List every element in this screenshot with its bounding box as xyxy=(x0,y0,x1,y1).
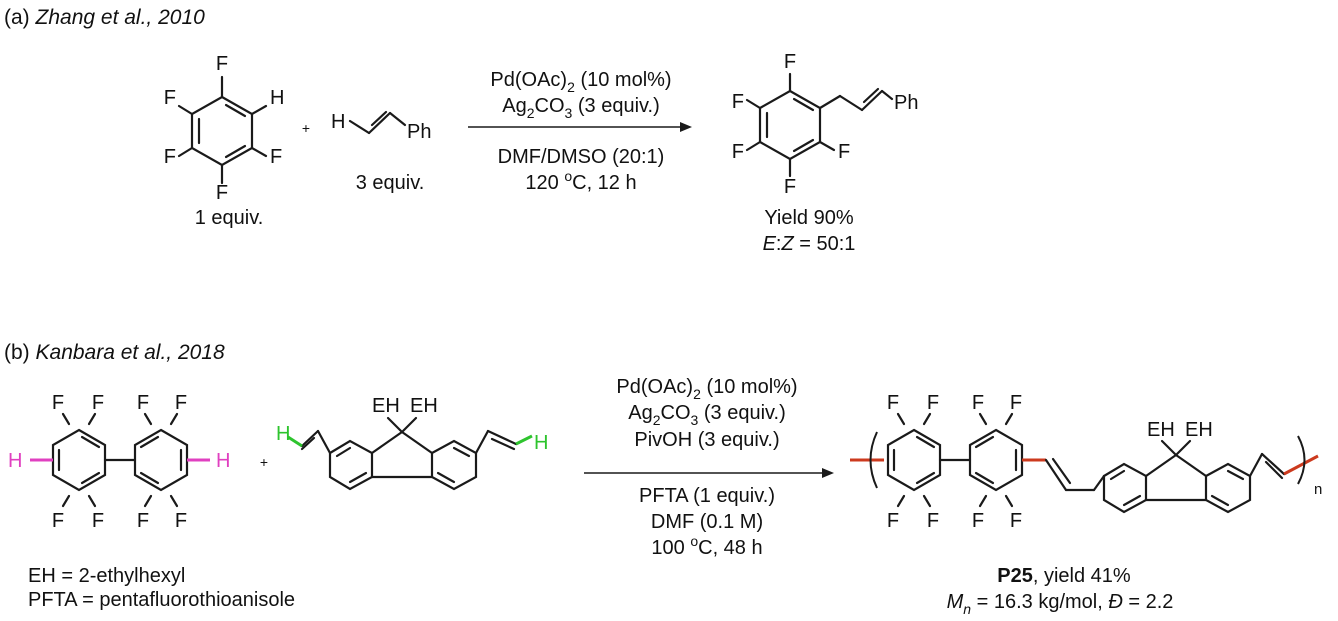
atom-f: F xyxy=(784,176,796,198)
atom-f: F xyxy=(887,510,899,532)
substituent-eh: EH xyxy=(410,395,438,417)
substituent-eh: EH xyxy=(1185,419,1213,441)
atom-f: F xyxy=(175,510,187,532)
conditions-solvent: DMF (0.1 M) xyxy=(651,511,763,533)
plus-sign: + xyxy=(260,454,268,470)
substituent-eh: EH xyxy=(1147,419,1175,441)
atom-f: F xyxy=(1010,510,1022,532)
atom-ph: Ph xyxy=(894,92,918,114)
legend-eh: EH = 2-ethylhexyl xyxy=(28,565,185,587)
conditions-oxidant: Ag2CO3 (3 equiv.) xyxy=(628,402,786,428)
atom-f: F xyxy=(175,392,187,414)
divinylfluorene-structure xyxy=(287,416,533,491)
polymer-p25-structure xyxy=(850,412,1319,514)
conditions-solvent: DMF/DMSO (20:1) xyxy=(498,146,665,168)
octafluorobiphenyl-structure xyxy=(30,412,210,508)
atom-h: H xyxy=(270,87,284,109)
atom-f: F xyxy=(216,53,228,75)
atom-f: F xyxy=(972,510,984,532)
atom-f: F xyxy=(52,392,64,414)
atom-f: F xyxy=(164,146,176,168)
conditions-oxidant: Ag2CO3 (3 equiv.) xyxy=(502,95,660,121)
atom-f: F xyxy=(732,141,744,163)
conditions-catalyst: Pd(OAc)2 (10 mol%) xyxy=(490,69,671,95)
atom-f: F xyxy=(732,91,744,113)
conditions-additive: PivOH (3 equiv.) xyxy=(634,429,779,451)
repeat-unit-n: n xyxy=(1314,481,1322,498)
atom-f: F xyxy=(927,510,939,532)
panel-b-header: (b) Kanbara et al., 2018 xyxy=(4,341,225,364)
atom-f: F xyxy=(92,510,104,532)
atom-f: F xyxy=(972,392,984,414)
atom-f: F xyxy=(927,392,939,414)
conditions-temperature: 120 oC, 12 h xyxy=(525,168,636,194)
atom-f: F xyxy=(887,392,899,414)
atom-h-highlighted: H xyxy=(216,450,230,472)
pentafluorobenzene-structure xyxy=(177,75,268,185)
ch-bond-highlight xyxy=(287,435,303,448)
atom-f: F xyxy=(838,141,850,163)
atom-f: F xyxy=(52,510,64,532)
atom-f: F xyxy=(137,510,149,532)
conditions-temperature: 100 oC, 48 h xyxy=(651,533,762,559)
atom-f: F xyxy=(92,392,104,414)
conditions-catalyst: Pd(OAc)2 (10 mol%) xyxy=(616,376,797,402)
atom-h-highlighted: H xyxy=(276,423,290,445)
arrow-head xyxy=(680,122,692,132)
atom-f: F xyxy=(1010,392,1022,414)
arrow-head xyxy=(822,468,834,478)
atom-ph: Ph xyxy=(407,121,431,143)
atom-h-highlighted: H xyxy=(8,450,22,472)
atom-f: F xyxy=(216,182,228,204)
plus-sign: + xyxy=(302,120,310,136)
product-a-structure xyxy=(745,72,894,178)
reactant1-equiv: 1 equiv. xyxy=(195,207,264,229)
atom-h: H xyxy=(331,111,345,133)
panel-a-header: (a) Zhang et al., 2010 xyxy=(4,6,205,29)
atom-h-highlighted: H xyxy=(534,432,548,454)
product-a-yield: Yield 90% xyxy=(764,207,854,229)
atom-f: F xyxy=(137,392,149,414)
product-b-caption: P25, yield 41% xyxy=(997,565,1131,587)
product-b-properties: Mn = 16.3 kg/mol, Đ = 2.2 xyxy=(947,591,1174,617)
legend-pfta: PFTA = pentafluorothioanisole xyxy=(28,589,295,611)
product-a-ratio: E:Z = 50:1 xyxy=(763,233,856,255)
styrene-structure xyxy=(348,110,407,135)
atom-f: F xyxy=(164,87,176,109)
atom-f: F xyxy=(784,51,796,73)
reactant2-equiv: 3 equiv. xyxy=(356,172,425,194)
ch-bond-highlight xyxy=(515,434,533,446)
atom-f: F xyxy=(270,146,282,168)
substituent-eh: EH xyxy=(372,395,400,417)
conditions-reagent: PFTA (1 equiv.) xyxy=(639,485,775,507)
